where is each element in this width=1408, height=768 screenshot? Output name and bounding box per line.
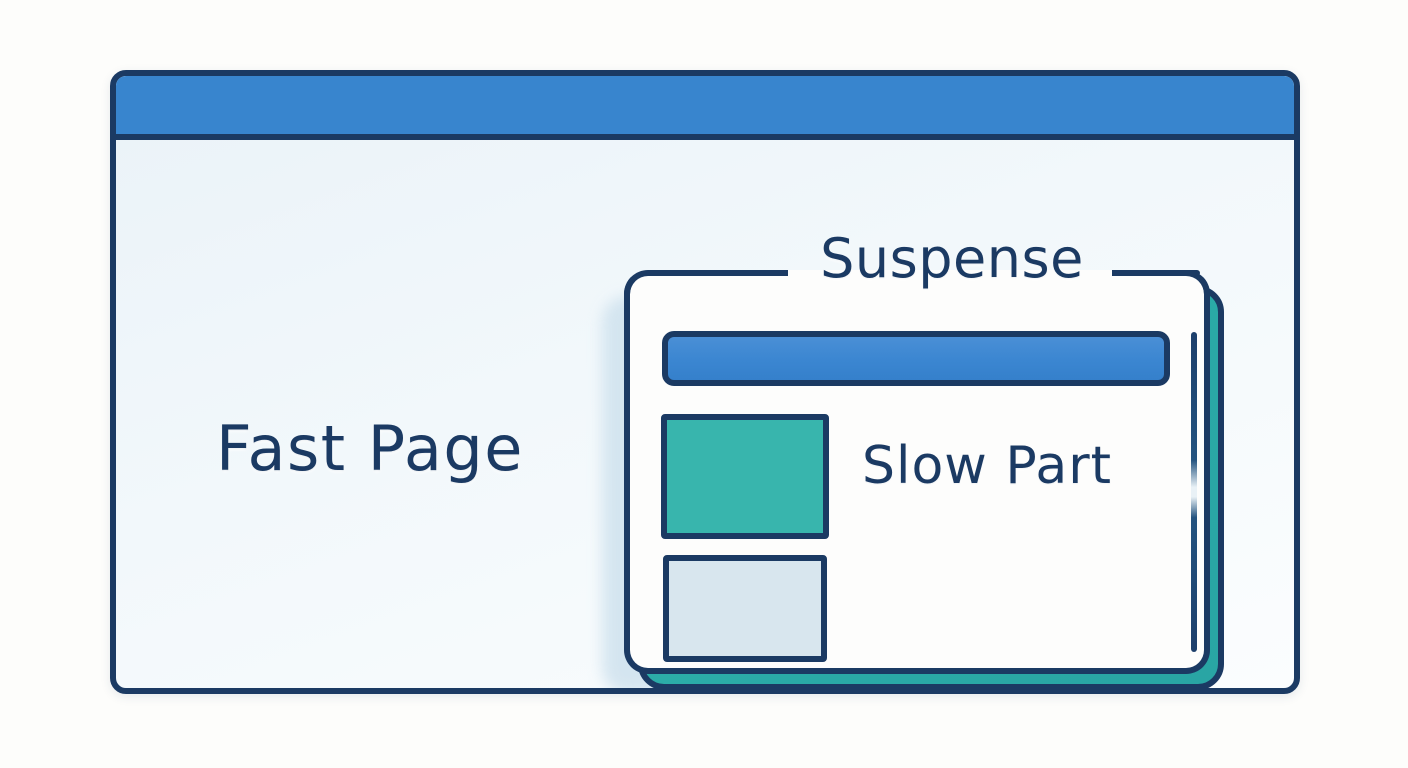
window-title-bar[interactable]	[116, 76, 1294, 140]
suspense-legend-label: Suspense	[820, 227, 1084, 290]
suspense-boundary: Suspense Slow Part	[602, 232, 1294, 688]
window-content-area: Fast Page Suspense Slo	[116, 140, 1294, 688]
suspense-teal-block	[661, 414, 829, 539]
fast-page-window: Fast Page Suspense Slo	[110, 70, 1300, 694]
vertical-scrollbar[interactable]	[1191, 332, 1197, 652]
panel-top-border-right	[1112, 270, 1200, 276]
fast-page-label: Fast Page	[216, 412, 524, 485]
slow-part-label: Slow Part	[862, 436, 1112, 496]
panel-top-border-left	[646, 270, 788, 276]
suspense-light-block	[663, 555, 827, 662]
panel-corner-top-left	[624, 270, 652, 298]
suspense-panel: Suspense Slow Part	[624, 232, 1210, 674]
suspense-blue-bar	[662, 331, 1170, 386]
